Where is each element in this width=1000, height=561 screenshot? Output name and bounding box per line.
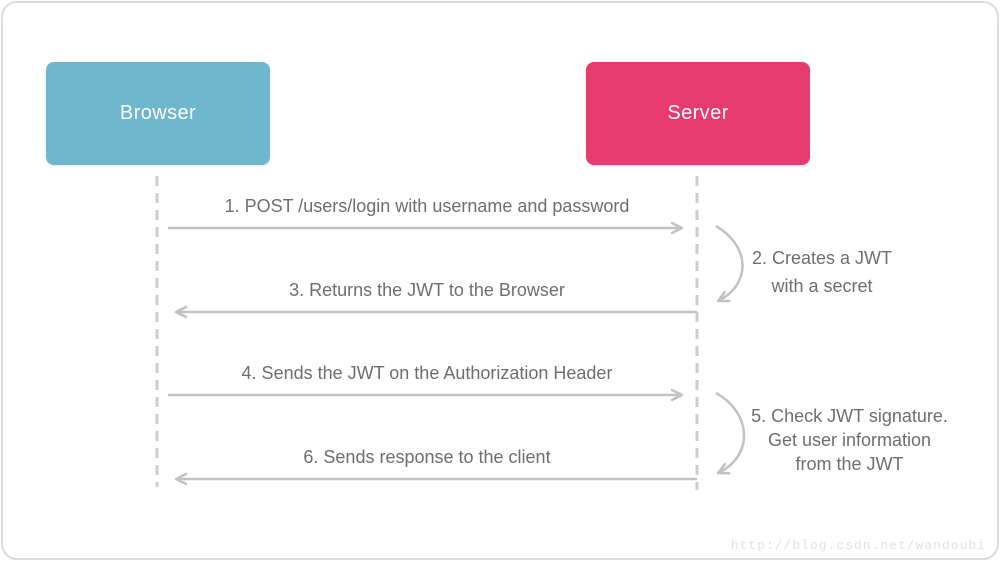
actor-box-browser: Browser [46,62,270,165]
self-loop-arrow-2 [715,224,744,303]
message-label-4: 4. Sends the JWT on the Authorization He… [241,363,613,383]
note-5-line-2: Get user information [767,430,932,450]
self-loop-arrow-5 [715,391,746,475]
note-2-line-2: with a secret [771,276,873,296]
self-action-note-2: 2. Creates a JWT with a secret [727,244,917,300]
note-5-line-1: 5. Check JWT signature. [751,406,948,426]
watermark-text: http://blog.csdn.net/wandoubi [730,538,986,553]
note-5-line-3: from the JWT [795,454,904,474]
self-action-note-5: 5. Check JWT signature. Get user informa… [742,404,957,476]
message-label-1: 1. POST /users/login with username and p… [224,196,630,216]
note-2-line-1: 2. Creates a JWT [751,248,893,268]
message-label-3: 3. Returns the JWT to the Browser [289,280,565,300]
actor-box-server: Server [586,62,810,165]
actor-label-server: Server [667,102,729,124]
message-label-6: 6. Sends response to the client [303,447,551,467]
actor-label-browser: Browser [119,102,197,124]
